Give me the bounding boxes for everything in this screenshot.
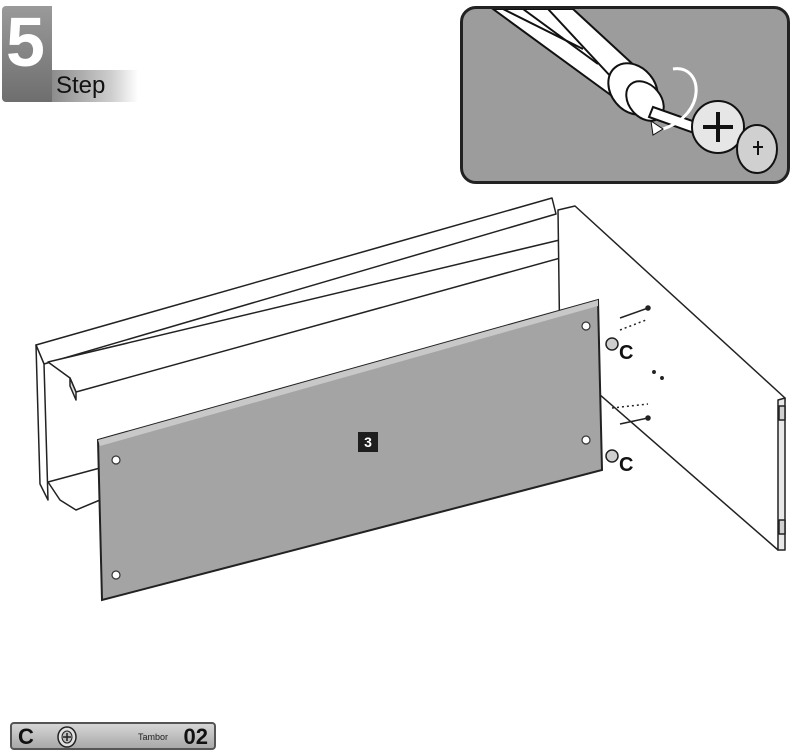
- step-word: Step: [56, 72, 106, 99]
- hinge-top: [778, 405, 786, 421]
- assembly-diagram: [35, 197, 786, 602]
- cam-lock-icon: [691, 100, 778, 174]
- panel-number-label: 3: [358, 432, 378, 452]
- cam-lock-icon: [605, 337, 619, 463]
- step-label-bar: [52, 70, 138, 102]
- rotate-arrow-icon: [650, 67, 698, 136]
- screw-icon: [611, 305, 664, 425]
- callout-c-top: C: [619, 342, 634, 364]
- step-badge: 5 Step: [0, 0, 140, 104]
- callout-c-bottom: C: [619, 454, 634, 476]
- screwdriver-icon: [491, 9, 778, 174]
- part-name: Tambor: [138, 732, 169, 742]
- part-quantity: 02: [183, 724, 208, 749]
- part-letter: C: [18, 724, 34, 749]
- lower-shelf: [47, 467, 101, 511]
- upper-shelf: [47, 237, 583, 393]
- cam-lock-icon: [57, 726, 77, 748]
- back-panel-edge: [35, 344, 49, 501]
- front-panel: [96, 298, 604, 602]
- step-number: 5: [6, 3, 45, 81]
- detail-inset: [460, 6, 790, 184]
- hinge-bottom: [778, 519, 786, 535]
- parts-list-item: C Tambor 02: [10, 722, 216, 750]
- step-number-box: [2, 6, 52, 102]
